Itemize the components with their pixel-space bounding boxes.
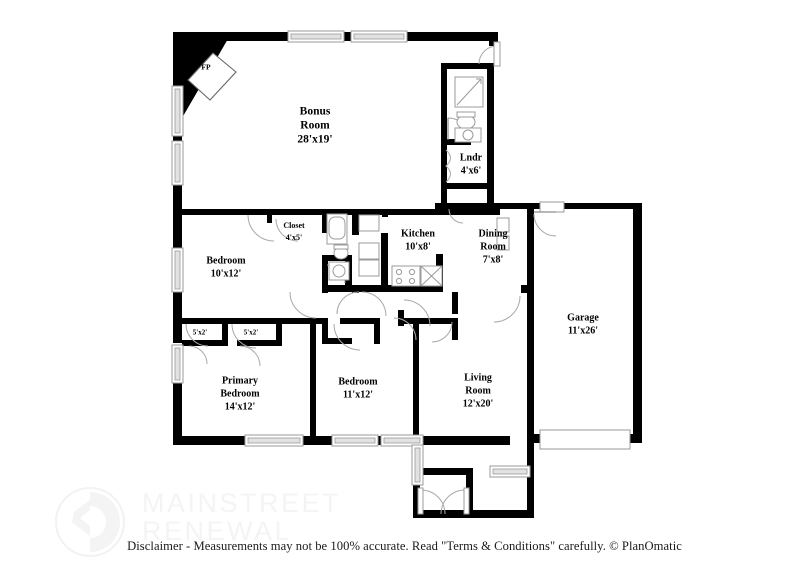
- window-left-3: [171, 247, 184, 293]
- room-label-primary-bedroom: Primary Bedroom 14'x12': [220, 375, 260, 412]
- window-top-1: [287, 30, 345, 43]
- window-bottom-3: [380, 434, 424, 447]
- fixture-layer: [326, 76, 510, 287]
- window-living-room: [489, 465, 531, 478]
- closet-main-name: Closet: [283, 221, 305, 230]
- room-label-living-room: Living Room 12'x20': [463, 372, 494, 409]
- kitchen-dimensions: 10'x8': [405, 241, 431, 252]
- room-label-dining-room: Dining Room 7'x8': [479, 228, 508, 265]
- window-garage-side: [539, 201, 565, 213]
- dining-room-dimensions: 7'x8': [483, 254, 504, 265]
- closet-main-dimensions: 4'x5': [286, 233, 302, 242]
- closet-right-dimensions: 5'x2': [244, 329, 258, 337]
- disclaimer-text: Disclaimer - Measurements may not be 100…: [127, 539, 682, 553]
- fireplace: FP: [187, 52, 237, 101]
- kitchen-name: Kitchen: [401, 228, 435, 239]
- closet-left-dimensions: 5'x2': [193, 329, 207, 337]
- room-label-laundry: Lndr 4'x6': [460, 152, 483, 176]
- bedroom-2-name: Bedroom: [206, 255, 246, 266]
- room-label-bedroom-3: Bedroom 11'x12': [338, 376, 378, 400]
- room-label-closet-main: Closet 4'x5': [283, 221, 305, 242]
- living-room-name-line1: Living: [464, 372, 492, 383]
- living-room-dimensions: 12'x20': [463, 398, 494, 409]
- window-left-1: [171, 85, 184, 137]
- dining-room-name-line1: Dining: [479, 228, 508, 239]
- bonus-room-name-line2: Room: [300, 120, 330, 132]
- living-room-name-line2: Room: [465, 385, 491, 396]
- window-bottom-1: [244, 434, 304, 447]
- room-label-layer: Bonus Room 28'x19' Lndr 4'x6' Kitchen 10…: [193, 106, 600, 413]
- bedroom-3-name: Bedroom: [338, 376, 378, 387]
- door-layer: [185, 41, 557, 515]
- window-living-left: [411, 444, 424, 486]
- bedroom-3-dimensions: 11'x12': [343, 389, 373, 400]
- bedroom-2-dimensions: 10'x12': [211, 268, 242, 279]
- window-top-2: [350, 30, 408, 43]
- bonus-room-name-line1: Bonus: [300, 106, 331, 118]
- room-label-closet-right: 5'x2': [244, 329, 258, 337]
- window-bottom-2: [331, 434, 379, 447]
- laundry-dimensions: 4'x6': [461, 165, 482, 176]
- primary-bedroom-name-line1: Primary: [222, 375, 258, 386]
- garage-door: [539, 429, 631, 450]
- primary-bedroom-dimensions: 14'x12': [225, 401, 256, 412]
- fireplace-label: FP: [201, 63, 211, 72]
- room-label-kitchen: Kitchen 10'x8': [401, 228, 435, 252]
- room-label-bedroom-2: Bedroom 10'x12': [206, 255, 246, 279]
- laundry-name: Lndr: [460, 152, 483, 163]
- garage-name: Garage: [567, 312, 599, 323]
- dining-room-name-line2: Room: [480, 241, 506, 252]
- room-label-garage: Garage 11'x26': [567, 312, 599, 336]
- room-label-closet-left: 5'x2': [193, 329, 207, 337]
- window-left-4: [171, 344, 184, 384]
- bonus-room-dimensions: 28'x19': [297, 134, 332, 146]
- primary-bedroom-name-line2: Bedroom: [220, 388, 260, 399]
- garage-dimensions: 11'x26': [568, 325, 598, 336]
- window-left-2: [171, 140, 184, 186]
- window-layer: [171, 30, 631, 486]
- range-icon: [391, 265, 421, 287]
- room-label-bonus-room: Bonus Room 28'x19': [297, 106, 332, 146]
